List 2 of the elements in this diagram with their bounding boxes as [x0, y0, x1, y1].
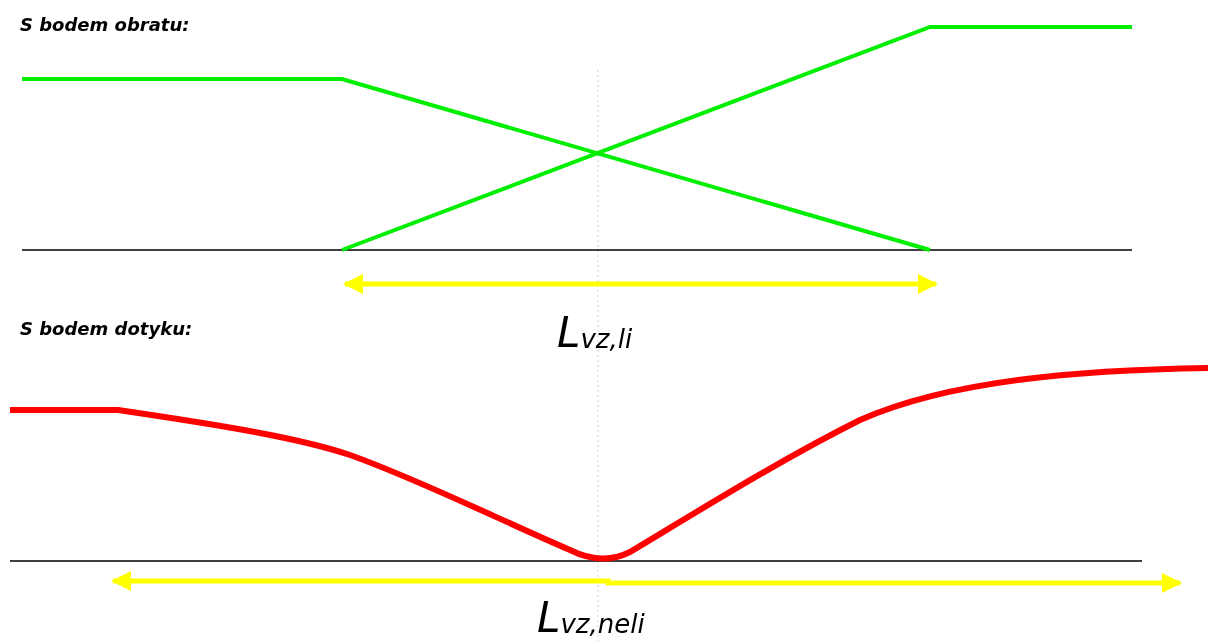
- section-heading: S bodem dotyku:: [20, 320, 193, 338]
- section-heading: S bodem obratu:: [20, 16, 190, 34]
